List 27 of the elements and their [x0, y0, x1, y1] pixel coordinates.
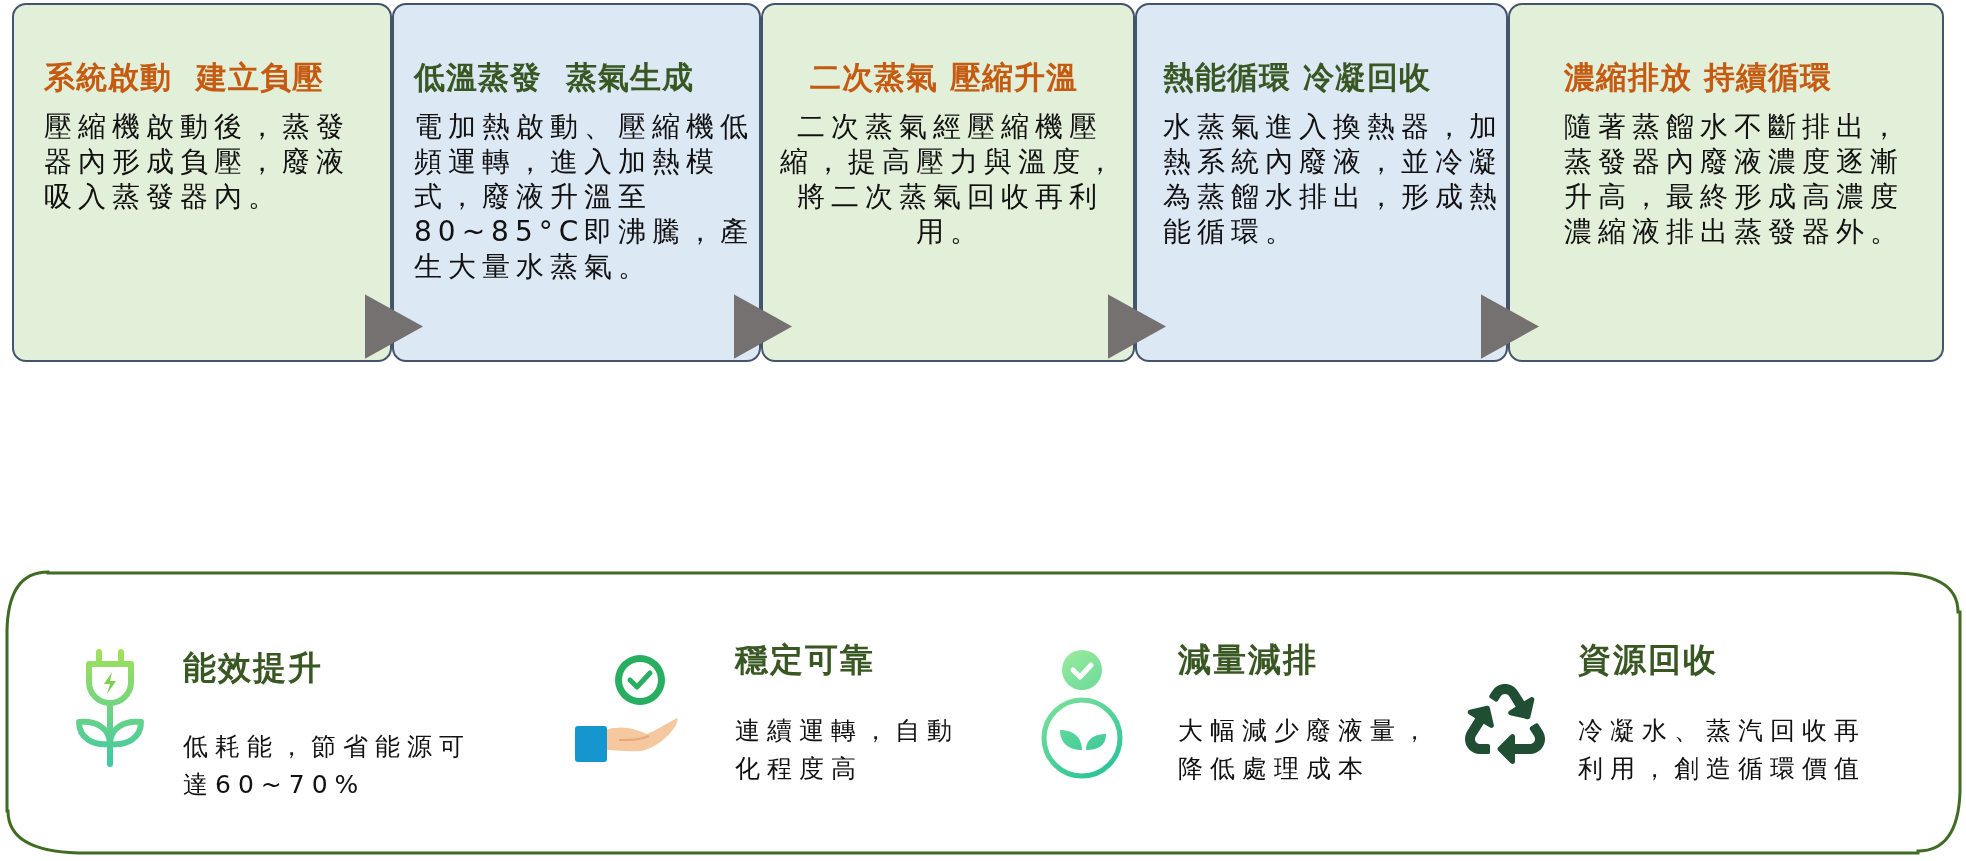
- feature-description: 冷凝水、蒸汽回收再利用，創造循環價值: [1578, 715, 1867, 785]
- step-title: 熱能循環 冷凝回收: [1163, 58, 1432, 97]
- arrow: [1481, 294, 1540, 359]
- process-box: [1135, 3, 1508, 362]
- feature-description: 連續運轉，自動化程度高: [735, 715, 960, 785]
- process-box: [761, 3, 1135, 362]
- arrow: [734, 294, 793, 359]
- process-box: [1508, 3, 1944, 362]
- step-description: 壓縮機啟動後，蒸發器內形成負壓，廢液吸入蒸發器內。: [44, 109, 351, 214]
- step-title: 低溫蒸發 蒸氣生成: [414, 58, 695, 97]
- feature-heading: 穩定可靠: [735, 639, 875, 681]
- feature-description: 低耗能，節省能源可達60~70%: [183, 731, 472, 801]
- step-description: 隨著蒸餾水不斷排出，蒸發器內廢液濃度逐漸升高，最終形成高濃度濃縮液排出蒸發器外。: [1564, 109, 1905, 249]
- step-title: 二次蒸氣 壓縮升溫: [809, 58, 1079, 97]
- step-title: 濃縮排放 持續循環: [1564, 58, 1833, 97]
- process-box: [12, 3, 392, 362]
- process-box: [392, 3, 761, 362]
- step-description: 電加熱啟動、壓縮機低頻運轉，進入加熱模式，廢液升溫至80~85°C即沸騰，產生大量水蒸氣。: [414, 109, 756, 284]
- feature-heading: 能效提升: [183, 647, 323, 689]
- arrow: [365, 294, 424, 359]
- arrow: [1108, 294, 1167, 359]
- step-description: 二次蒸氣經壓縮機壓縮，提高壓力與溫度，將二次蒸氣回收再利用。: [779, 109, 1121, 249]
- step-description: 水蒸氣進入換熱器，加熱系統內廢液，並冷凝為蒸餾水排出，形成熱能循環。: [1163, 109, 1504, 249]
- step-title: 系統啟動 建立負壓: [44, 58, 325, 97]
- feature-heading: 減量減排: [1178, 639, 1318, 681]
- feature-description: 大幅減少廢液量，降低處理成本: [1178, 715, 1435, 785]
- feature-heading: 資源回收: [1578, 639, 1718, 681]
